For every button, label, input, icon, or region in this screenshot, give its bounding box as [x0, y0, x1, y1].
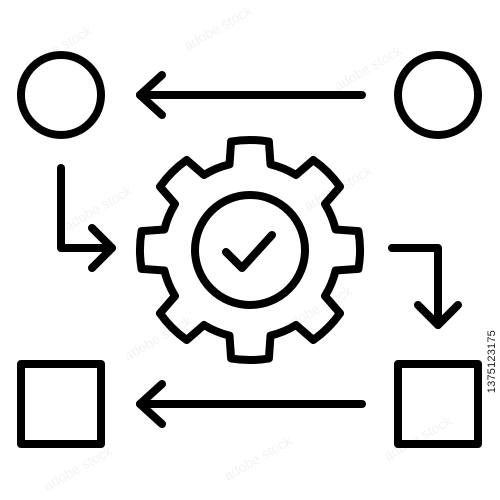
square-node-bottom-left-icon: [17, 360, 105, 448]
circle-node-top-right-icon: [394, 51, 482, 139]
checkmark-icon: [222, 231, 276, 272]
arrow-left-top-icon: [136, 71, 366, 119]
gear-inner-circle-icon: [191, 191, 309, 309]
circle-node-top-left-icon: [17, 51, 105, 139]
arrow-down-right-icon: [57, 164, 116, 272]
gear-check-icon: [136, 136, 364, 364]
arrow-left-bottom-icon: [136, 380, 366, 428]
gear-outline-icon: [136, 136, 364, 364]
square-node-bottom-right-icon: [394, 360, 482, 448]
arrow-right-down-icon: [388, 244, 462, 329]
stock-id-label: 1375123175: [486, 330, 498, 394]
